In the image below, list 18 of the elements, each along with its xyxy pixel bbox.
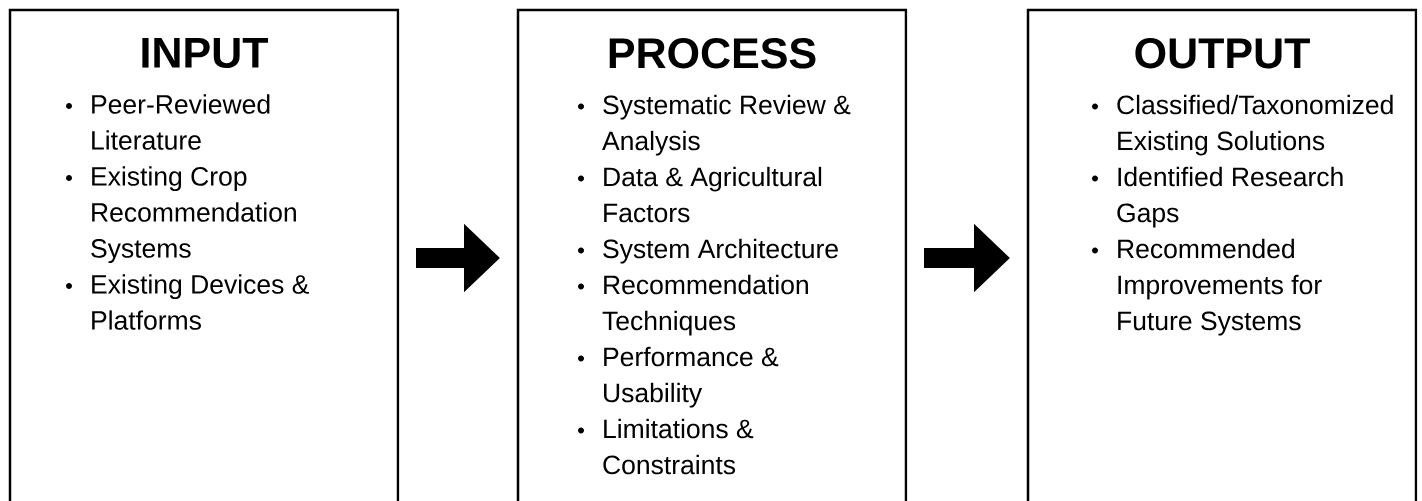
bullet-item: Performance & Usability: [604, 346, 779, 408]
bullet-item: Peer-Reviewed Literature: [92, 94, 270, 150]
bullet-item: System Architecture: [603, 238, 838, 264]
bullet-item: Existing Devices & Platforms: [92, 274, 309, 330]
stage-box: [516, 8, 908, 501]
bullet-item: Recommended Improvements for Future Systems: [1118, 238, 1322, 336]
bullet-item: Identified Research Gaps: [1117, 166, 1343, 228]
stage-box: [8, 8, 400, 501]
bullet-item: Recommendation Techniques: [602, 274, 808, 336]
bullet-item: Classified/Taxonomized Existing Solutions: [1117, 94, 1393, 156]
bullet-item: Limitations & Constraints: [603, 418, 754, 475]
stage-box: [1026, 8, 1418, 501]
box-heading: PROCESS: [609, 38, 816, 69]
box-heading: OUTPUT: [1135, 38, 1310, 69]
box-heading: INPUT: [142, 38, 269, 68]
bullet-item: Systematic Review & Analysis: [602, 94, 851, 156]
bullet-item: Existing Crop Recommendation Systems: [91, 166, 296, 264]
bullet-item: Data & Agricultural Factors: [604, 166, 822, 223]
